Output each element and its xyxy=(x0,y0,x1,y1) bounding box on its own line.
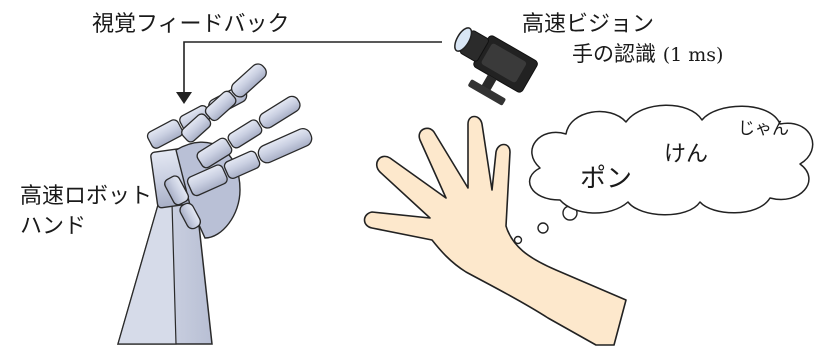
human-hand xyxy=(363,115,627,346)
recognition-time: (1 ms) xyxy=(662,44,724,66)
feedback-arrow xyxy=(176,41,442,104)
robot-hand-label-line1: 高速ロボット xyxy=(20,184,153,209)
robot-thumb xyxy=(164,175,202,230)
high-speed-vision-label: 高速ビジョン xyxy=(522,12,655,37)
robot-finger xyxy=(181,63,267,143)
hand-recognition-label: 手の認識 (1 ms) xyxy=(572,38,723,68)
hand-recognition-text: 手の認識 xyxy=(572,42,656,66)
bubble-word-jan: じゃん xyxy=(738,119,789,139)
camera-icon xyxy=(454,27,538,106)
arrow-down-icon xyxy=(176,92,192,104)
robot-hand-label-line2: ハンド xyxy=(20,214,87,239)
visual-feedback-label: 視覚フィードバック xyxy=(92,12,290,37)
thought-bubbles xyxy=(513,205,578,245)
robot-finger xyxy=(186,128,313,197)
bubble-word-pon: ポン xyxy=(580,164,633,194)
speech-cloud xyxy=(528,104,814,216)
robot-hand xyxy=(117,63,313,345)
robot-finger xyxy=(196,95,301,169)
bubble-word-ken: けん xyxy=(664,142,709,167)
